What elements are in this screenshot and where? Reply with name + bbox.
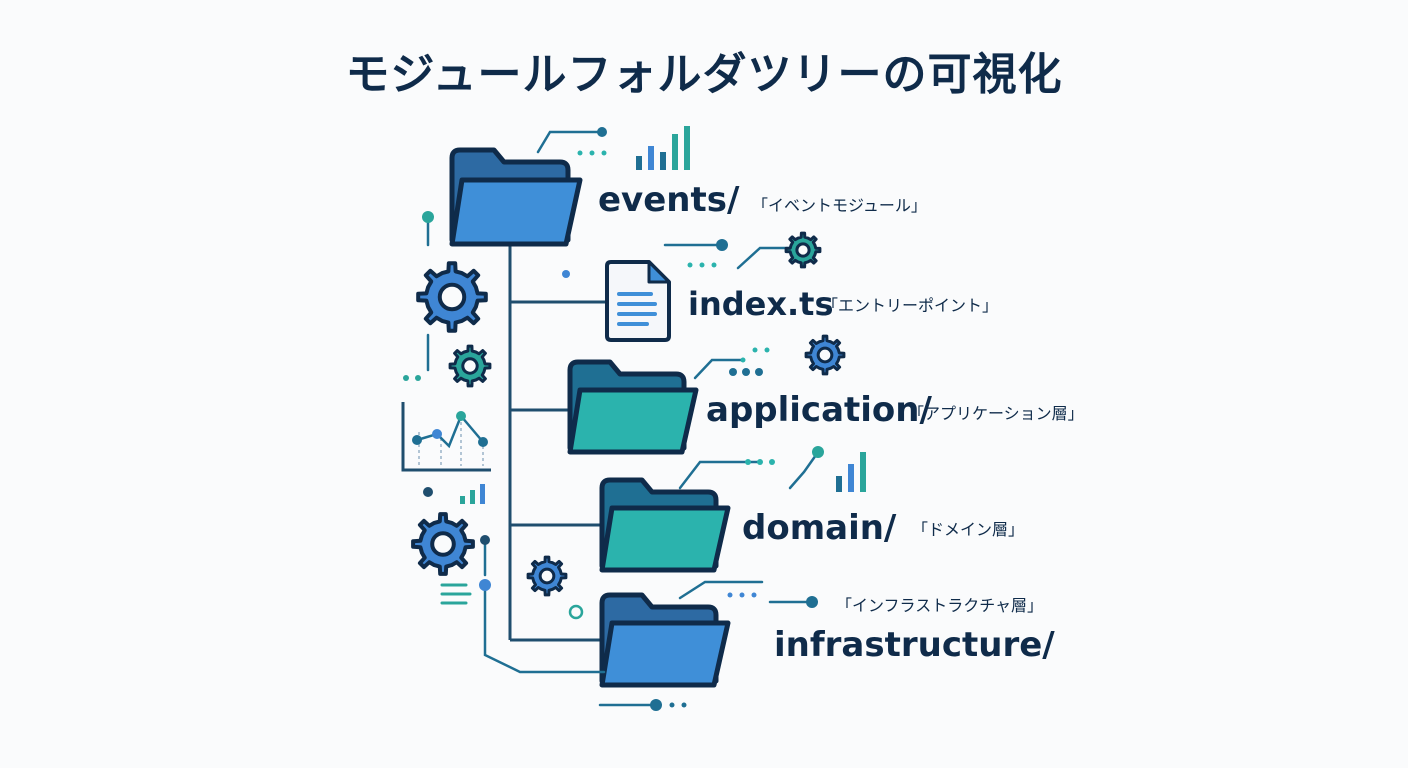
node-description: 「アプリケーション層」 (908, 404, 1084, 423)
folder-icon (599, 477, 731, 573)
gear-icon (416, 261, 488, 333)
gear-icon (784, 231, 822, 269)
decorative-connectors (426, 130, 818, 707)
node-name: index.ts (688, 285, 834, 323)
gear-icon (804, 334, 846, 376)
lines-icon (440, 583, 472, 605)
gear-icon (411, 512, 475, 576)
node-name: infrastructure/ (774, 625, 1055, 665)
folder-icon (449, 147, 583, 247)
bar-chart-icon (636, 126, 690, 170)
bar-chart-icon (460, 484, 485, 504)
node-description: 「イベントモジュール」 (752, 196, 927, 215)
node-description: 「エントリーポイント」 (822, 296, 999, 315)
gear-icon (448, 344, 492, 388)
node-description: 「インフラストラクチャ層」 (836, 596, 1044, 615)
node-description: 「ドメイン層」 (912, 520, 1025, 539)
node-name: events/ (598, 180, 740, 220)
decorative-dots (403, 127, 824, 711)
folder-icon (599, 592, 731, 688)
node-name: application/ (706, 390, 932, 430)
node-name: domain/ (742, 508, 897, 548)
line-chart-icon (401, 402, 491, 472)
bar-chart-icon (836, 452, 866, 492)
page-title: モジュールフォルダツリーの可視化 (345, 49, 1063, 100)
gears (411, 231, 846, 597)
gear-icon (526, 555, 568, 597)
tree-connectors (508, 245, 605, 642)
file-icon (605, 260, 671, 342)
folder-icon (567, 359, 699, 455)
